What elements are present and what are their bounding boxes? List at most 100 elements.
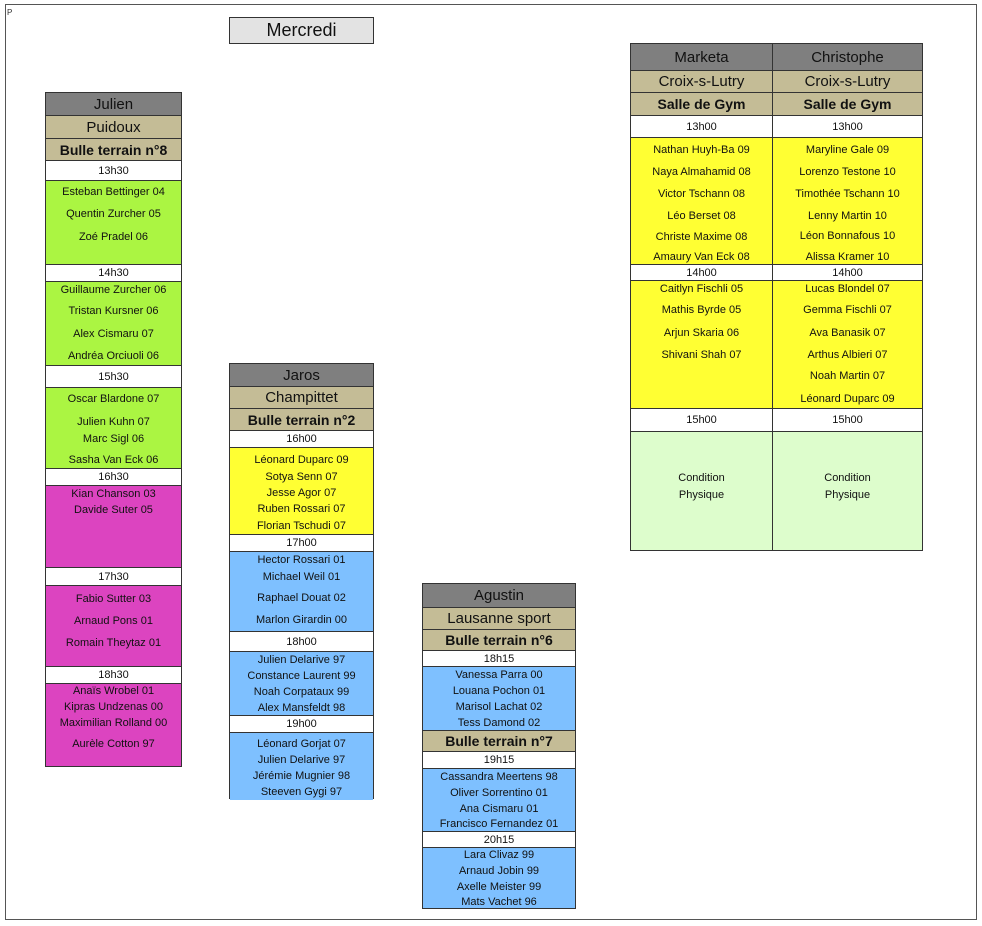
time-slot: 19h00 (230, 716, 373, 733)
player-name: Ava Banasik 07 (809, 327, 886, 339)
player-name: Marisol Lachat 02 (455, 701, 543, 713)
player-name: Lenny Martin 10 (808, 210, 887, 222)
player-name: Tristan Kursner 06 (68, 305, 159, 317)
player-name: Cassandra Meertens 98 (440, 771, 558, 783)
player-name: Louana Pochon 01 (452, 685, 546, 697)
time-slot: 15h30 (46, 366, 181, 388)
player-name: Florian Tschudi 07 (256, 520, 347, 532)
player-name: Jérémie Mugnier 98 (252, 770, 351, 782)
time-slot: 14h00 (773, 265, 922, 281)
julien-column: Julien Puidoux Bulle terrain n°8 13h30 E… (45, 92, 182, 767)
player-name: Timothée Tschann 10 (795, 188, 900, 200)
player-block: Julien Delarive 97 Constance Laurent 99 … (230, 652, 373, 716)
player-name: Alex Mansfeldt 98 (257, 702, 346, 714)
player-name: Jesse Agor 07 (266, 487, 337, 499)
player-name: Shivani Shah 07 (661, 349, 742, 361)
player-block: Maryline Gale 09 Lorenzo Testone 10 Timo… (773, 138, 922, 265)
coach-header: Christophe (773, 44, 922, 71)
player-name: Andréa Orciuoli 06 (67, 350, 160, 362)
field-header: Salle de Gym (773, 93, 922, 116)
player-name: Fabio Sutter 03 (75, 593, 152, 605)
player-name: Lorenzo Testone 10 (799, 166, 896, 178)
player-name: Guillaume Zurcher 06 (60, 284, 167, 296)
player-block: Caitlyn Fischli 05 Mathis Byrde 05 Arjun… (631, 281, 772, 409)
activity-block: Condition Physique (773, 432, 922, 550)
marketa-column: Marketa Croix-s-Lutry Salle de Gym 13h00… (630, 43, 773, 551)
player-name: Noah Corpataux 99 (253, 686, 350, 698)
player-block: Lucas Blondel 07 Gemma Fischli 07 Ava Ba… (773, 281, 922, 409)
player-name: Amaury Van Eck 08 (653, 251, 750, 263)
player-name: Naya Almahamid 08 (652, 166, 751, 178)
player-block: Léonard Duparc 09 Sotya Senn 07 Jesse Ag… (230, 448, 373, 535)
venue-header: Croix-s-Lutry (631, 71, 772, 93)
player-block: Cassandra Meertens 98 Oliver Sorrentino … (423, 769, 575, 832)
player-block: Guillaume Zurcher 06 Tristan Kursner 06 … (46, 282, 181, 366)
player-name: Marlon Girardin 00 (255, 614, 348, 626)
jaros-column: Jaros Champittet Bulle terrain n°2 16h00… (229, 363, 374, 800)
player-name: Francisco Fernandez 01 (439, 818, 559, 830)
agustin-column: Agustin Lausanne sport Bulle terrain n°6… (422, 583, 576, 909)
player-name: Sasha Van Eck 06 (68, 454, 159, 466)
field-header: Bulle terrain n°2 (230, 409, 373, 431)
player-name: Julien Delarive 97 (257, 754, 346, 766)
activity-line: Condition (678, 472, 725, 484)
player-block: Léonard Gorjat 07 Julien Delarive 97 Jér… (230, 733, 373, 800)
field-header: Bulle terrain n°7 (423, 731, 575, 752)
activity-line: Physique (824, 489, 871, 501)
player-name: Arnaud Jobin 99 (458, 865, 540, 877)
player-name: Julien Kuhn 07 (77, 416, 150, 428)
player-name: Constance Laurent 99 (247, 670, 356, 682)
player-name: Nathan Huyh-Ba 09 (653, 144, 750, 156)
time-slot: 14h30 (46, 265, 181, 282)
player-block: Esteban Bettinger 04 Quentin Zurcher 05 … (46, 181, 181, 265)
player-name: Lara Clivaz 99 (463, 849, 535, 861)
time-slot: 18h15 (423, 651, 575, 667)
player-name: Aurèle Cotton 97 (72, 738, 155, 750)
time-slot: 18h00 (230, 632, 373, 652)
player-block: Nathan Huyh-Ba 09 Naya Almahamid 08 Vict… (631, 138, 772, 265)
player-name: Kian Chanson 03 (71, 488, 156, 500)
time-slot: 15h00 (773, 409, 922, 432)
venue-header: Puidoux (46, 116, 181, 139)
player-name: Caitlyn Fischli 05 (659, 283, 744, 295)
player-name: Marc Sigl 06 (82, 433, 145, 445)
venue-header: Lausanne sport (423, 608, 575, 630)
time-slot: 17h30 (46, 568, 181, 586)
player-name: Lucas Blondel 07 (805, 283, 890, 295)
player-name: Gemma Fischli 07 (803, 304, 892, 316)
player-name: Mathis Byrde 05 (661, 304, 742, 316)
venue-header: Croix-s-Lutry (773, 71, 922, 93)
player-name: Steeven Gygi 97 (260, 786, 343, 798)
player-name: Tess Damond 02 (457, 717, 541, 729)
player-name: Sotya Senn 07 (265, 471, 338, 483)
time-slot: 18h30 (46, 667, 181, 684)
player-name: Léonard Gorjat 07 (257, 738, 346, 750)
player-name: Quentin Zurcher 05 (66, 208, 161, 220)
time-slot: 13h30 (46, 161, 181, 181)
player-name: Zoé Pradel 06 (78, 231, 149, 243)
activity-line: Physique (678, 489, 725, 501)
activity-label: Condition Physique (773, 470, 922, 504)
activity-label: Condition Physique (631, 470, 772, 504)
player-name: Ruben Rossari 07 (257, 503, 346, 515)
player-name: Julien Delarive 97 (257, 654, 346, 666)
player-name: Kipras Undzenas 00 (63, 701, 164, 713)
player-name: Maryline Gale 09 (805, 144, 890, 156)
field-header: Salle de Gym (631, 93, 772, 116)
time-slot: 16h00 (230, 431, 373, 448)
player-name: Arthus Albieri 07 (807, 349, 888, 361)
time-slot: 15h00 (631, 409, 772, 432)
player-name: Oliver Sorrentino 01 (450, 787, 548, 799)
player-name: Michael Weil 01 (262, 571, 341, 583)
player-name: Noah Martin 07 (809, 370, 886, 382)
player-name: Arnaud Pons 01 (74, 615, 153, 627)
player-name: Christe Maxime 08 (655, 231, 748, 243)
time-slot: 13h00 (773, 116, 922, 138)
venue-header: Champittet (230, 387, 373, 409)
player-block: Hector Rossari 01 Michael Weil 01 Raphae… (230, 552, 373, 632)
player-name: Esteban Bettinger 04 (62, 186, 165, 198)
time-slot: 16h30 (46, 469, 181, 486)
day-title: Mercredi (229, 17, 374, 44)
player-block: Kian Chanson 03 Davide Suter 05 (46, 486, 181, 568)
corner-mark: P (7, 8, 13, 17)
